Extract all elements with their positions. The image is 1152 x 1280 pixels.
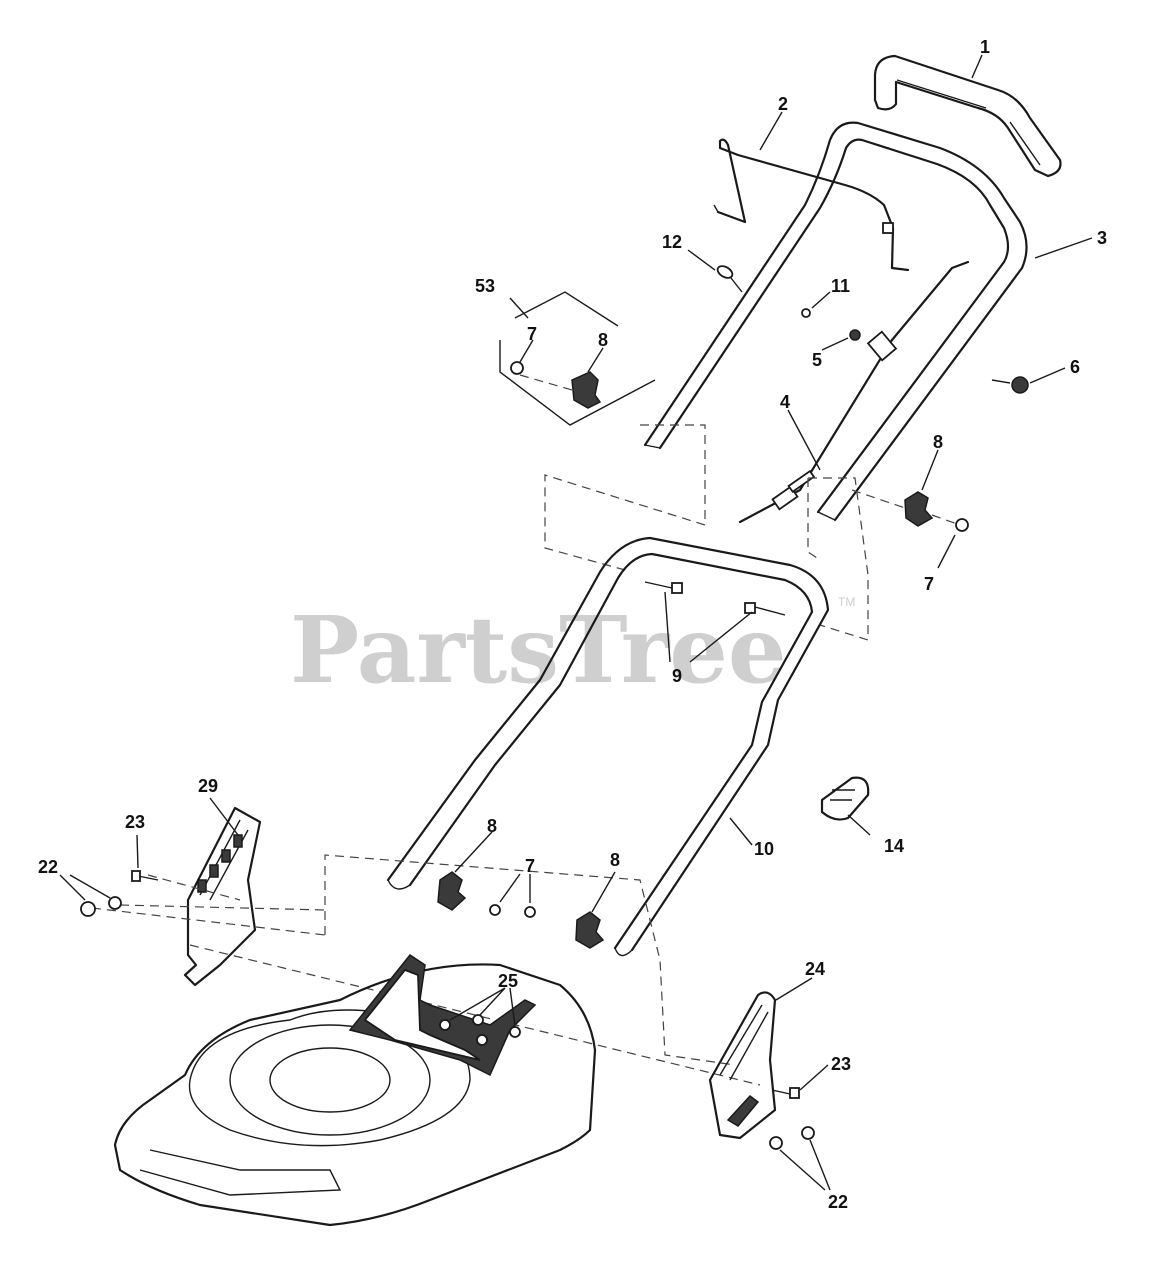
height-adjuster-part-24 bbox=[708, 991, 777, 1140]
nut-part-5 bbox=[849, 329, 861, 341]
bolt-part-6 bbox=[991, 376, 1029, 394]
callout-8-right: 8 bbox=[933, 432, 943, 452]
watermark-trademark: TM bbox=[838, 595, 855, 609]
callout-7-lower: 7 bbox=[525, 856, 535, 876]
control-cable-part bbox=[738, 260, 970, 524]
washer-part-11 bbox=[801, 308, 811, 318]
callout-22-left: 22 bbox=[38, 857, 58, 877]
callout-2: 2 bbox=[778, 94, 788, 114]
nut-part-25-c bbox=[509, 1026, 521, 1038]
nut-part-22-left-b bbox=[108, 896, 122, 910]
knob-part-8-lower-right bbox=[575, 911, 605, 949]
nut-part-25-a bbox=[439, 1019, 451, 1031]
callout-8-kit: 8 bbox=[598, 330, 608, 350]
nut-part-7-kit bbox=[510, 361, 524, 375]
clip-part-14 bbox=[820, 776, 870, 821]
callout-5: 5 bbox=[812, 350, 822, 370]
callout-9: 9 bbox=[672, 666, 682, 686]
lower-handle-part bbox=[386, 536, 830, 957]
leader-lines bbox=[59, 54, 1093, 1191]
knob-part-8-lower-left bbox=[437, 871, 467, 911]
control-bail-part bbox=[713, 138, 910, 272]
nut-part-7-lower-a bbox=[489, 904, 501, 916]
callout-7-kit: 7 bbox=[527, 324, 537, 344]
nut-part-22-right-a bbox=[769, 1136, 783, 1150]
nut-part-7-right bbox=[955, 518, 969, 532]
watermark-text: PartsTree bbox=[290, 596, 786, 704]
assembly-line-lower bbox=[324, 854, 736, 1066]
callout-14: 14 bbox=[884, 836, 904, 856]
callout-23-right: 23 bbox=[831, 1054, 851, 1074]
callout-12: 12 bbox=[662, 232, 682, 252]
knob-part-8-kit bbox=[571, 371, 602, 409]
callout-10: 10 bbox=[754, 839, 774, 859]
callout-29: 29 bbox=[198, 776, 218, 796]
nut-part-22-left-a bbox=[80, 901, 96, 917]
callout-7-right: 7 bbox=[924, 574, 934, 594]
callout-24: 24 bbox=[805, 959, 825, 979]
callout-11: 11 bbox=[831, 276, 850, 296]
bolt-part-23-right bbox=[771, 1087, 800, 1099]
kit-outline bbox=[499, 291, 656, 426]
callout-4: 4 bbox=[780, 392, 790, 412]
height-adjuster-part-29 bbox=[183, 806, 262, 987]
callout-53: 53 bbox=[475, 276, 495, 296]
callout-23-left: 23 bbox=[125, 812, 145, 832]
assembly-line-right bbox=[807, 477, 869, 641]
assembly-line-knobs bbox=[519, 374, 961, 526]
callout-8-lower-left: 8 bbox=[487, 816, 497, 836]
assembly-line-left bbox=[544, 424, 706, 571]
pin-part-12 bbox=[716, 265, 743, 293]
callout-labels: 1 2 3 12 11 53 7 8 5 6 4 8 7 9 29 23 8 1… bbox=[38, 37, 1107, 1212]
callout-6: 6 bbox=[1070, 357, 1080, 377]
nut-part-25-b bbox=[472, 1014, 484, 1026]
knob-part-8-right bbox=[904, 491, 934, 527]
bolt-part-9 bbox=[644, 581, 786, 616]
upper-handle-part bbox=[643, 121, 1028, 522]
handle-grip-part bbox=[873, 54, 1062, 178]
callout-3: 3 bbox=[1097, 228, 1107, 248]
bolt-part-23-left bbox=[131, 870, 159, 882]
nut-part-7-lower-b bbox=[524, 906, 536, 918]
callout-8-lower-right: 8 bbox=[610, 850, 620, 870]
callout-22-right: 22 bbox=[828, 1192, 848, 1212]
nut-part-22-right-b bbox=[801, 1126, 815, 1140]
callout-25: 25 bbox=[498, 971, 518, 991]
callout-1: 1 bbox=[980, 37, 990, 57]
nut-part-25-d bbox=[476, 1034, 488, 1046]
mower-deck-part bbox=[113, 953, 597, 1227]
